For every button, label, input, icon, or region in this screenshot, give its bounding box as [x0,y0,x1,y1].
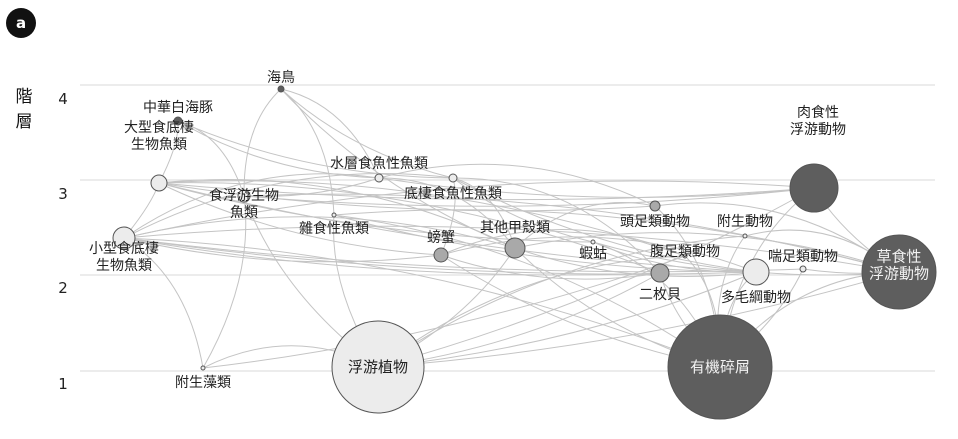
node-label-bivalve-line-1: 二枚貝 [639,287,681,303]
node-dolphin [173,116,183,126]
node-carnzoop [789,163,839,213]
y-tick-2: 2 [58,279,68,297]
node-label-phyto-line-1: 浮游植物 [348,358,408,376]
node-label-midwater-line-1: 水層食魚性魚類 [330,155,428,172]
node-label-polychaete-line-1: 多毛綱動物 [721,289,791,306]
food-link-benthicpisc-crustacean [452,177,516,249]
food-link-midwater-crustacean [378,177,516,249]
food-link-dolphin-benthicpisc [177,120,454,179]
node-label-smallfish-line-2: 生物魚類 [96,258,152,274]
food-link-largefish-crab [158,182,442,256]
food-link-smallfish-crustacean [123,216,516,249]
food-link-cephalopod-crustacean [514,201,656,249]
node-label-cephalopod-line-1: 頭足類動物 [620,214,690,230]
y-tick-4: 4 [58,90,68,108]
node-label-crustacean-line-1: 其他甲殼類 [480,220,550,236]
node-phyto [331,320,425,414]
node-label-seabird-line-1: 海鳥 [267,70,295,86]
food-link-dolphin-midwater [177,120,380,179]
food-link-benthicpisc-crab [440,177,456,256]
food-link-largefish-bivalve [158,182,661,274]
node-midwater [374,173,384,183]
node-label-epiphyte-line-1: 附生藻類 [175,375,231,391]
node-label-carnzoop-line-2: 浮游動物 [790,122,846,138]
food-link-gastropod-epiphyte [202,255,686,369]
food-link-smallfish-crab [123,237,442,263]
food-link-smallfish-epiphyte [123,237,204,369]
node-bivalve [650,263,670,283]
node-label-omnifish-line-1: 雜食性魚類 [299,220,369,237]
food-link-benthicpisc-smallfish [123,173,454,239]
food-link-midwater-carnzoop [378,177,815,198]
food-link-benthicpisc-polychaete [452,177,757,273]
node-label-zoopfish-line-1: 食浮游生物 [209,187,279,204]
node-gastropod [682,253,688,259]
y-tick-3: 3 [58,185,68,203]
node-label-gastropod-line-1: 腹足類動物 [650,243,720,260]
food-link-smallfish-ciliate [123,237,804,273]
food-link-largefish-gastropod [158,180,686,257]
node-polychaete [742,258,770,286]
food-web-labels: 海鳥中華白海豚大型食底棲生物魚類水層食魚性魚類底棲食魚性魚類食浮游生物魚類雜食性… [89,70,929,391]
food-link-carnzoop-largefish [158,182,815,201]
food-link-seabird-benthicpisc [280,88,454,179]
node-herbzoop [861,234,937,310]
food-web-nodes [112,85,937,420]
node-largefish [150,174,168,192]
node-seabird [277,85,285,93]
node-label-benthicpisc-line-1: 底棲食魚性魚類 [404,185,502,202]
y-axis-title-char-1: 階 [16,87,33,107]
food-link-herbzoop-phyto [377,271,900,368]
node-label-herbzoop-line-1: 草食性 [876,248,921,266]
y-tick-1: 1 [58,375,68,393]
node-detritus [667,314,773,420]
food-link-seabird-omnifish [280,88,335,216]
node-benthicpisc [448,173,458,183]
food-link-zoopfish-carnzoop [243,187,815,207]
food-link-zoopfish-epiphyte [202,195,247,369]
node-smallfish [112,226,136,250]
node-label-detritus-line-1: 有機碎屑 [690,358,750,376]
node-crab [433,247,449,263]
node-label-herbzoop-line-2: 浮游動物 [869,265,929,283]
node-label-ciliate-line-1: 喘足類動物 [768,248,838,265]
node-zoopfish [237,189,251,203]
food-link-polychaete-phyto [377,271,757,368]
food-link-crab-bivalve [440,254,661,280]
panel-badge-circle [6,8,36,38]
food-link-crab-gastropod [440,229,686,257]
food-link-carnzoop-smallfish [123,180,815,239]
node-label-largefish-line-1: 大型食底棲 [124,119,194,136]
node-shrimp [590,239,596,245]
node-label-crab-line-1: 螃蟹 [427,229,455,246]
node-crustacean [504,237,526,259]
node-epifauna [742,233,748,239]
node-cephalopod [649,200,661,212]
node-label-smallfish-line-1: 小型食底棲 [89,240,159,257]
node-label-shrimp-line-1: 蝦蛄 [579,246,607,262]
food-link-smallfish-detritus [123,237,721,368]
node-label-largefish-line-2: 生物魚類 [131,137,187,153]
panel-badge: a [6,8,36,38]
node-ciliate [799,265,807,273]
y-axis-title-char-2: 層 [16,112,33,132]
food-link-smallfish-herbzoop [123,225,900,273]
food-link-omnifish-herbzoop [333,209,900,273]
food-link-crab-polychaete [440,236,757,273]
panel-badge-label: a [16,14,26,32]
food-link-largefish-polychaete [158,182,757,273]
node-label-carnzoop-line-1: 肉食性 [797,104,839,121]
food-link-midwater-zoopfish [243,177,380,197]
node-epiphyte [200,365,206,371]
food-link-crustacean-herbzoop [514,232,900,273]
food-link-benthicpisc-bivalve [452,177,661,274]
node-label-zoopfish-line-2: 魚類 [230,205,258,221]
food-link-seabird-midwater [280,88,380,179]
food-link-carnzoop-phyto [377,187,815,368]
node-omnifish [331,212,337,218]
node-label-dolphin-line-1: 中華白海豚 [143,100,213,116]
food-link-midwater-cephalopod [378,163,656,207]
node-label-epifauna-line-1: 附生動物 [717,214,773,230]
